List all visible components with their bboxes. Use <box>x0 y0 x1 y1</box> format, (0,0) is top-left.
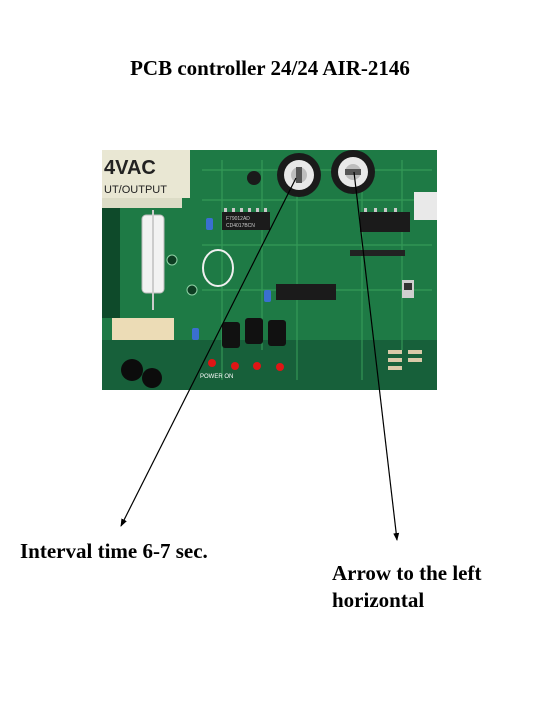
ic-chip-counter: F79012AD CD4017BCN <box>222 212 270 230</box>
pcb-photo: 4VAC UT/OUTPUT F79012AD CD <box>102 150 437 390</box>
potentiometer-right <box>331 150 375 194</box>
direction-arrow <box>353 171 400 541</box>
potentiometer-left <box>277 153 321 197</box>
arrow-direction-line2: horizontal <box>332 588 425 612</box>
pcb-board-image: 4VAC UT/OUTPUT F79012AD CD <box>102 150 437 390</box>
board-label-power: POWER ON <box>200 374 233 380</box>
document-title: PCB controller 24/24 AIR-2146 <box>130 56 410 80</box>
arrow-direction-label: Arrow to the left horizontal <box>332 560 532 614</box>
interval-arrow <box>120 177 297 527</box>
board-label-io: UT/OUTPUT <box>104 184 167 196</box>
arrow-direction-line1: Arrow to the left <box>332 561 482 585</box>
interval-label: Interval time 6-7 sec. <box>20 539 208 563</box>
svg-text:CD4017BCN: CD4017BCN <box>226 223 255 229</box>
svg-text:F79012AD: F79012AD <box>226 216 250 222</box>
board-label-voltage: 4VAC <box>104 157 156 179</box>
